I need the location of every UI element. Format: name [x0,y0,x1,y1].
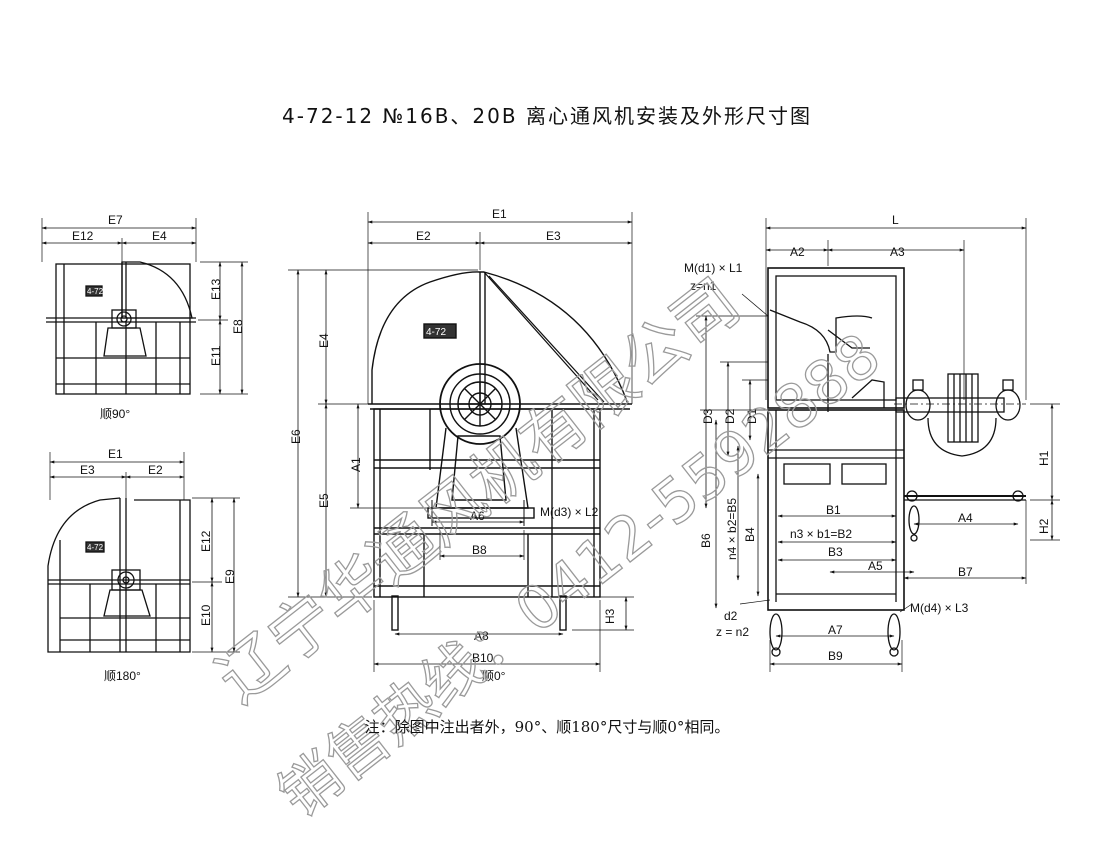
dim-e1-180: E1 [108,447,123,461]
dim-b1: B1 [826,503,841,517]
view-180-labels: E1 E3 E2 E12 E9 E10 顺180° [80,447,237,683]
nameplate-badges: 4-72 4-72 4-72 [87,287,446,552]
watermark: 辽宁华通风机有限公司 销售热线：0412-5592888 [204,265,895,833]
dim-d1: D1 [745,408,759,424]
dim-e7: E7 [108,213,123,227]
dim-zn1: z=n1 [690,279,717,293]
dim-n4b2: n4 × b2=B5 [725,498,739,560]
view-0-caption: 顺0° [482,669,506,683]
dim-b10: B10 [472,651,494,665]
dim-e12-180: E12 [199,530,213,552]
dim-e11: E11 [209,345,223,366]
drawing-note: 注：除图中注出者外，90°、顺180°尺寸与顺0°相同。 [364,718,730,736]
dim-b9: B9 [828,649,843,663]
badge-180: 4-72 [87,543,104,552]
view-180-caption: 顺180° [104,669,141,683]
dim-e6: E6 [289,429,303,444]
dim-e4: E4 [317,333,331,348]
dim-h2: H2 [1037,518,1051,534]
dim-d3: D3 [701,408,715,424]
dim-e9: E9 [223,569,237,584]
dim-a6: A6 [470,509,485,523]
dim-a5: A5 [868,559,883,573]
side-view [696,218,1060,672]
dim-zn2: z = n2 [716,625,749,639]
view-90-labels: E7 E12 E4 E13 E8 E11 顺90° [72,213,245,421]
dim-d2-bolt: d2 [724,609,738,623]
dim-e13: E13 [209,278,223,300]
dim-e1: E1 [492,207,507,221]
dim-md1: M(d1) × L1 [684,261,743,275]
dim-e3: E3 [546,229,561,243]
dim-a3: A3 [890,245,905,259]
dim-a2: A2 [790,245,805,259]
dim-h3: H3 [603,608,617,624]
dim-b3: B3 [828,545,843,559]
dim-a8: A8 [474,629,489,643]
dim-a4: A4 [958,511,973,525]
dim-l: L [892,213,899,227]
badge-90: 4-72 [87,287,104,296]
dim-a7: A7 [828,623,843,637]
view-0-labels: E1 E2 E3 E4 E6 E5 A1 A6 M(d3) × L2 B8 A8… [289,207,617,683]
view-90 [41,218,248,395]
dim-e3-180: E3 [80,463,95,477]
badge-front: 4-72 [426,327,446,338]
view-0 [288,212,634,672]
dim-b4: B4 [743,527,757,542]
dim-e2-180: E2 [148,463,163,477]
drawing-title: 4-72-12 №16B、20B 离心通风机安装及外形尺寸图 [282,104,812,128]
side-view-labels: L A2 A3 M(d1) × L1 z=n1 D3 D2 D1 H1 B1 n… [684,213,1051,663]
dim-b8: B8 [472,543,487,557]
dim-e8: E8 [231,319,245,334]
view-90-caption: 顺90° [100,407,130,421]
dim-e5: E5 [317,493,331,508]
dim-b7: B7 [958,565,973,579]
dim-e4: E4 [152,229,167,243]
dim-md3: M(d3) × L2 [540,505,599,519]
dim-a1: A1 [349,457,363,472]
dim-e2: E2 [416,229,431,243]
dim-e12: E12 [72,229,94,243]
dim-md4: M(d4) × L3 [910,601,969,615]
dim-n3b1: n3 × b1=B2 [790,527,852,541]
view-180 [47,452,240,653]
dim-d2: D2 [723,408,737,424]
dim-h1: H1 [1037,450,1051,466]
dim-b6: B6 [699,533,713,548]
dim-e10: E10 [199,604,213,626]
